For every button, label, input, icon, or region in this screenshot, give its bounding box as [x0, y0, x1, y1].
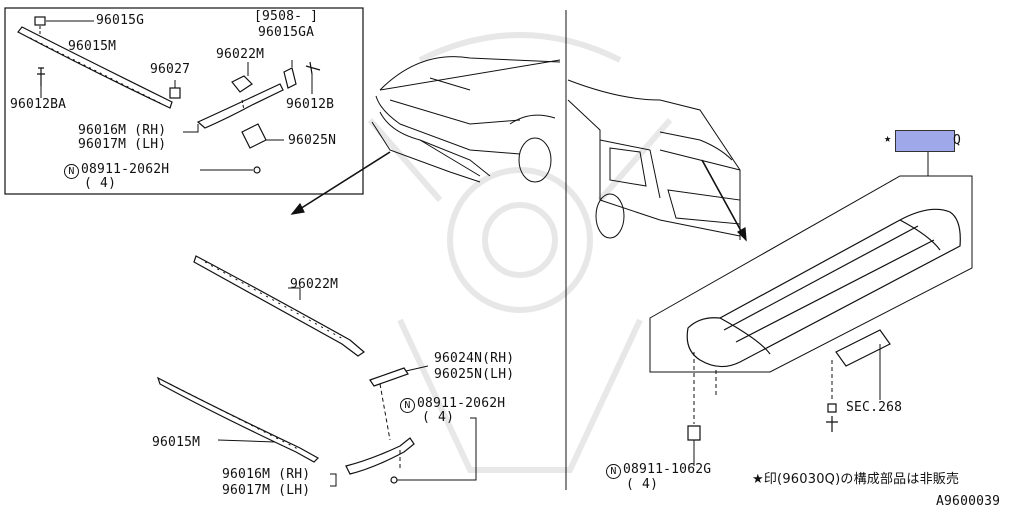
bolt-96012ba	[37, 67, 45, 86]
label-96025n-inset: 96025N	[288, 133, 337, 148]
label-96022m-inset: 96022M	[216, 47, 265, 62]
clip-96027	[169, 87, 181, 99]
spoiler-96016m-inset	[196, 83, 284, 129]
rear-spoiler	[686, 208, 961, 368]
rear-spoiler-frame	[649, 175, 973, 373]
label-96015ga: 96015GA	[258, 25, 315, 40]
arrow-front	[291, 151, 391, 215]
clip-96015g	[34, 16, 46, 26]
label-96015m-inset: 96015M	[68, 39, 117, 54]
label-nut-front-qty: ( 4)	[422, 410, 455, 425]
callout-rear-spoiler: ★	[884, 131, 891, 146]
label-96025n: 96025N(LH)	[434, 367, 515, 382]
label-96016m: 96016M (RH)	[222, 467, 311, 482]
bolt-rear-b	[826, 416, 838, 432]
label-96012b: 96012B	[286, 97, 335, 112]
label-9508-note: [9508- ]	[254, 9, 319, 24]
bracket-96024n	[369, 367, 409, 387]
label-callout-q: Q	[953, 133, 962, 148]
label-nut-inset-qty: ( 4)	[84, 176, 117, 191]
car-rear-view	[567, 79, 741, 240]
bracket-96015ga	[283, 67, 297, 89]
label-96024n: 96024N(RH)	[434, 351, 515, 366]
bracket-sec268	[835, 329, 891, 367]
label-96015g: 96015G	[96, 13, 145, 28]
bolt-96012b	[305, 61, 321, 75]
molding-96015m-inset	[17, 26, 173, 109]
label-96016m-inset: 96016M (RH)	[78, 123, 167, 138]
circle-n-icon: N	[64, 164, 79, 179]
label-96012ba: 96012BA	[10, 97, 67, 112]
cover-96025n-inset	[241, 123, 267, 149]
label-96022m: 96022M	[290, 277, 339, 292]
star-icon: ★	[884, 131, 892, 145]
car-front-view	[371, 56, 561, 183]
spoiler-96016m	[345, 437, 415, 475]
bracket-96022m-inset	[231, 75, 253, 93]
label-nut-rear-qty: ( 4)	[626, 477, 659, 492]
arrow-rear	[701, 159, 747, 241]
circle-n-icon: N	[400, 398, 415, 413]
nut-inset-icon	[253, 166, 261, 174]
label-sec268: SEC.268	[846, 400, 903, 415]
watermark	[367, 32, 673, 473]
label-96017m: 96017M (LH)	[222, 483, 311, 498]
label-96015m: 96015M	[152, 435, 201, 450]
label-96017m-inset: 96017M (LH)	[78, 137, 167, 152]
bolt-rear-a	[827, 403, 837, 413]
diagram-id: A9600039	[936, 494, 1001, 509]
molding-96022m	[193, 255, 365, 357]
nut-rear-icon	[687, 425, 701, 441]
inset-frame	[4, 7, 364, 195]
note-not-sold: ★印(96030Q)の構成部品は非販売	[752, 472, 960, 487]
callout-box-96030q	[895, 130, 955, 152]
molding-96015m	[156, 376, 319, 463]
circle-n-icon: N	[606, 464, 621, 479]
label-96027: 96027	[150, 62, 191, 77]
nut-front-icon	[390, 476, 398, 484]
